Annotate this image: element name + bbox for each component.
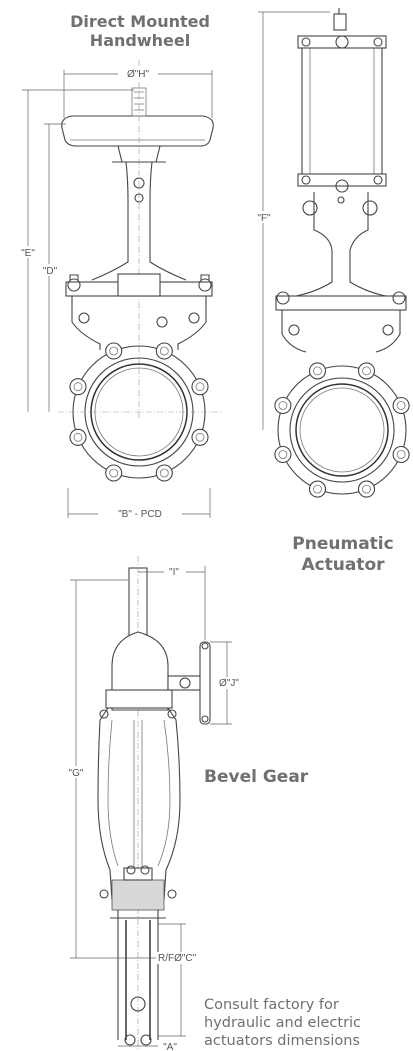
note-line1: Consult factory for bbox=[204, 997, 339, 1013]
bolt-hole bbox=[278, 401, 288, 410]
dim-J-label: Ø"J" bbox=[219, 678, 239, 689]
bolt-lug bbox=[308, 362, 327, 380]
dim-C-label: R/FØ"C" bbox=[158, 953, 197, 964]
bolt-lug bbox=[155, 464, 173, 482]
bolt-hole bbox=[73, 432, 83, 442]
bolt-hole bbox=[362, 484, 371, 494]
bolt-lug bbox=[69, 378, 87, 396]
bolt-hole bbox=[396, 401, 406, 410]
note-line3: actuators dimensions bbox=[204, 1033, 360, 1049]
bolt-hole bbox=[73, 382, 83, 392]
bolt-hole bbox=[195, 432, 205, 442]
bevel-gear-valve bbox=[70, 556, 232, 1050]
bolt-lug bbox=[191, 378, 209, 396]
dimension-labels: Ø"H" "E" "D" "F" "B" - PCD "I" Ø"J" "G" … bbox=[14, 68, 278, 1051]
actuator-note: Consult factory for hydraulic and electr… bbox=[204, 996, 409, 1051]
bolt-hole bbox=[109, 346, 119, 356]
bolt-lug bbox=[105, 342, 123, 360]
bolt-hole bbox=[278, 450, 288, 459]
bolt-hole bbox=[362, 366, 371, 376]
bolt-lug bbox=[392, 445, 410, 464]
bevel-gear-title: Bevel Gear bbox=[204, 767, 309, 787]
pneumatic-title-line1: Pneumatic bbox=[292, 534, 394, 554]
pneumatic-valve bbox=[258, 8, 410, 498]
bolt-hole bbox=[313, 484, 322, 494]
dim-G-label: "G" bbox=[69, 768, 84, 779]
bolt-lug bbox=[105, 464, 123, 482]
bolt-lug bbox=[308, 480, 327, 498]
handwheel-title-line1: Direct Mounted bbox=[70, 12, 210, 31]
dim-A-label: "A" bbox=[163, 1042, 177, 1051]
bolt-lug bbox=[69, 428, 87, 446]
bolt-lug bbox=[155, 342, 173, 360]
pneumatic-title: Pneumatic Actuator bbox=[278, 534, 408, 576]
dim-B-label: "B" - PCD bbox=[118, 509, 162, 520]
note-line2: hydraulic and electric bbox=[204, 1015, 362, 1031]
dim-I-label: "I" bbox=[169, 567, 179, 578]
bolt-hole bbox=[195, 382, 205, 392]
handwheel-valve bbox=[22, 60, 222, 518]
bolt-hole bbox=[109, 468, 119, 478]
bolt-hole bbox=[159, 468, 169, 478]
pneumatic-title-line2: Actuator bbox=[301, 555, 385, 575]
dim-E-label: "E" bbox=[21, 248, 35, 259]
handwheel-title: Direct Mounted Handwheel bbox=[50, 12, 230, 50]
bolt-hole bbox=[313, 366, 322, 376]
dim-F-label: "F" bbox=[257, 213, 271, 224]
bolt-lug bbox=[191, 428, 209, 446]
dim-D-label: "D" bbox=[43, 266, 58, 277]
bolt-hole bbox=[396, 450, 406, 459]
bolt-lug bbox=[357, 362, 376, 380]
bolt-lug bbox=[357, 480, 376, 498]
handwheel-title-line2: Handwheel bbox=[89, 31, 191, 50]
dim-H-label: Ø"H" bbox=[127, 69, 150, 80]
bolt-lug bbox=[274, 396, 292, 415]
bolt-hole bbox=[159, 346, 169, 356]
bolt-lug bbox=[392, 396, 410, 415]
bolt-lug bbox=[274, 445, 292, 464]
